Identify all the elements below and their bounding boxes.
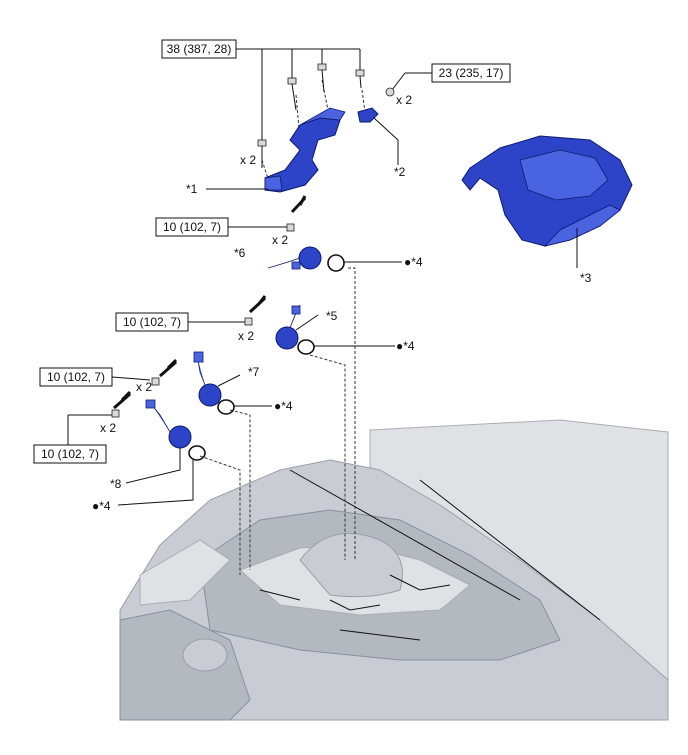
callout-3: *3 (580, 271, 592, 285)
qty-part1-bolt: x 2 (240, 153, 256, 167)
callout-2: *2 (394, 165, 406, 179)
headlight (139, 539, 231, 606)
torque-bracket-group: 38 (387, 28) (161, 39, 361, 140)
qty-sensor8-bolt: x 2 (100, 421, 116, 435)
torque-sensor6-group: 10 (102, 7) (155, 217, 288, 237)
bolt-icon (286, 223, 295, 232)
callout-4-c: ●*4 (274, 399, 293, 413)
torque-label-bracket: 38 (387, 28) (167, 42, 232, 56)
nut-icon (385, 87, 395, 97)
bolt-icon (317, 63, 327, 71)
hood-strut-2 (419, 479, 601, 621)
callout-8: *8 (110, 477, 122, 491)
arrow-icon (248, 295, 267, 314)
qty-sensor7-bolt: x 2 (136, 380, 152, 394)
torque-part2-group: 23 (235, 17) (391, 63, 511, 91)
callout-5: *5 (326, 309, 338, 323)
part-7-sensor (151, 351, 222, 407)
part-8-sensor (111, 390, 192, 449)
bolt-icon (355, 69, 365, 77)
fog-lamp (182, 638, 228, 672)
qty-sensor5-bolt: x 2 (238, 329, 254, 343)
torque-label-part2: 23 (235, 17) (439, 66, 504, 80)
engine-bay-illustration (119, 419, 669, 721)
callout-4-a: ●*4 (404, 255, 423, 269)
part-5-sensor (244, 295, 301, 350)
hood-strut (289, 469, 521, 601)
intake-duct (299, 532, 403, 598)
torque-label-sensor6: 10 (102, 7) (163, 220, 221, 234)
bolt-icon (257, 139, 267, 147)
bolt-set-1 (257, 63, 365, 168)
o-ring-icon (188, 445, 206, 461)
bolt-icon (244, 317, 253, 326)
grille (119, 609, 251, 721)
part-2-bracket (357, 87, 395, 123)
torque-label-sensor8: 10 (102, 7) (41, 447, 99, 461)
torque-label-sensor5: 10 (102, 7) (123, 315, 181, 329)
arrow-icon (159, 358, 178, 378)
torque-sensor5-group: 10 (102, 7) (115, 312, 245, 332)
part-3-engine-cover (461, 135, 633, 247)
part-1-bracket (264, 107, 346, 193)
callout-7: *7 (248, 365, 260, 379)
o-ring-icon (297, 339, 315, 355)
engine-detail (259, 574, 451, 641)
bolt-icon (111, 409, 120, 418)
o-ring-icon (217, 399, 235, 415)
callout-4-d: ●*4 (92, 499, 111, 513)
arrow-icon (290, 195, 307, 214)
torque-label-sensor7: 10 (102, 7) (47, 370, 105, 384)
bolt-icon (151, 377, 160, 386)
callout-4-b: ●*4 (396, 339, 415, 353)
o-ring-icon (327, 254, 345, 272)
torque-sensor7-group: 10 (102, 7) (39, 367, 151, 387)
arrow-icon (113, 390, 132, 410)
callout-6: *6 (234, 246, 246, 260)
callout-1: *1 (186, 182, 198, 196)
bolt-icon (287, 77, 297, 85)
qty-part2-nut: x 2 (396, 93, 412, 107)
part-6-sensor (267, 195, 322, 270)
qty-sensor6-bolt: x 2 (272, 233, 288, 247)
torque-sensor8-group: 10 (102, 7) (33, 414, 112, 464)
